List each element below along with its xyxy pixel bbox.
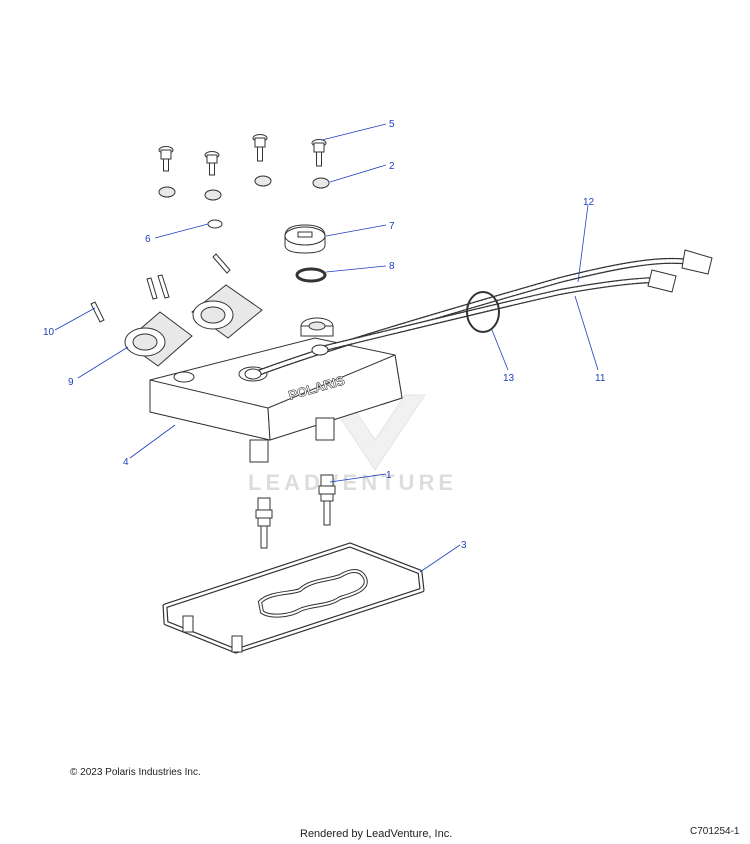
ignition-wire-11 <box>311 269 677 356</box>
leader-lines <box>54 123 599 573</box>
watermark-text: LEADVENTURE <box>248 470 457 495</box>
intake-boot-9 <box>124 284 263 367</box>
valve-cover-4: POLARIS <box>149 337 403 463</box>
spark-plug <box>318 474 336 526</box>
gasket-3 <box>162 542 425 654</box>
callout-1[interactable]: 1 <box>386 470 392 481</box>
callout-3[interactable]: 3 <box>461 540 467 551</box>
bolt-5-group <box>158 134 327 176</box>
callout-12[interactable]: 12 <box>583 197 595 208</box>
rendered-by-text: Rendered by LeadVenture, Inc. <box>300 828 453 840</box>
callout-10[interactable]: 10 <box>43 327 55 338</box>
washer-6 <box>207 219 223 229</box>
cover-standoffs <box>249 417 335 463</box>
filler-neck <box>300 317 334 337</box>
bolt <box>204 151 220 176</box>
callout-5[interactable]: 5 <box>389 119 395 130</box>
callout-11[interactable]: 11 <box>595 373 606 384</box>
bolt <box>252 134 268 162</box>
wire-clip-13 <box>466 291 500 333</box>
callout-8[interactable]: 8 <box>389 261 395 272</box>
callout-6[interactable]: 6 <box>145 234 151 245</box>
callout-7[interactable]: 7 <box>389 221 395 232</box>
callout-4[interactable]: 4 <box>123 457 129 468</box>
copyright-text: © 2023 Polaris Industries Inc. <box>70 767 201 778</box>
callout-13[interactable]: 13 <box>503 373 515 384</box>
callout-2[interactable]: 2 <box>389 161 395 172</box>
diagram-id: C701254-1 <box>690 826 740 837</box>
spark-plug <box>255 497 273 549</box>
oil-cap-7 <box>284 224 326 254</box>
o-ring-8 <box>295 267 327 283</box>
bolt <box>158 146 174 172</box>
spark-plug-1-group <box>255 474 336 549</box>
bolt <box>311 139 327 167</box>
intake-bolts <box>90 253 231 323</box>
callout-9[interactable]: 9 <box>68 377 74 388</box>
callout-labels: 1 2 3 4 5 6 7 8 9 10 11 12 13 <box>43 119 606 551</box>
grommet-2-group <box>158 175 330 201</box>
